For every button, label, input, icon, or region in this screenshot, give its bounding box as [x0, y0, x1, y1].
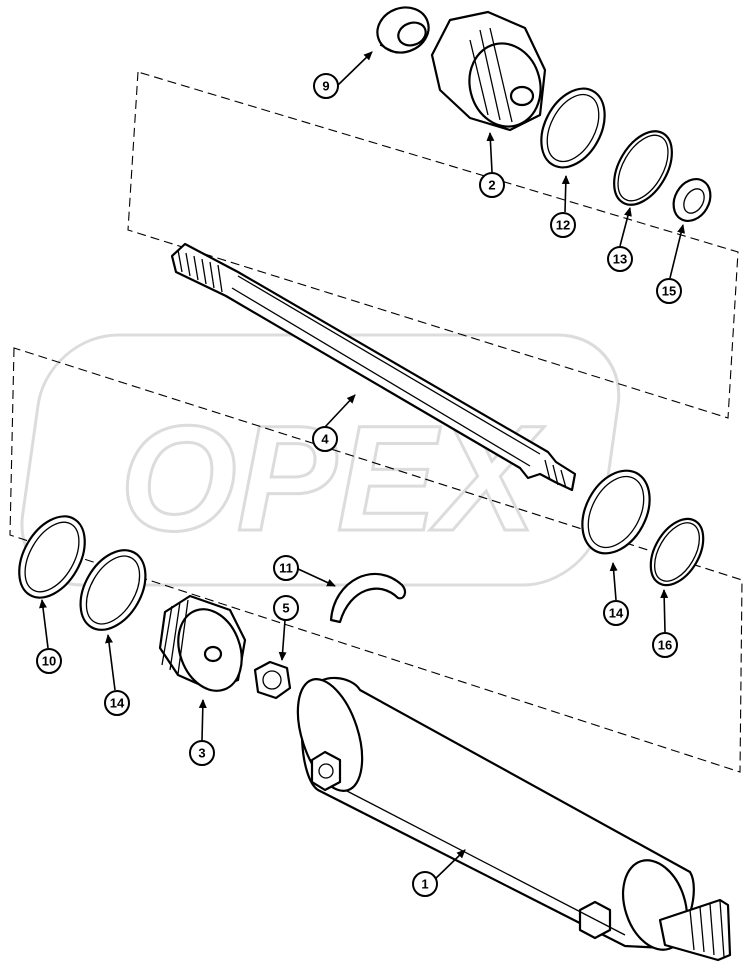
callout-4: 4	[312, 426, 338, 452]
callout-10-label: 10	[42, 654, 56, 669]
part-16-o-ring[interactable]	[640, 510, 714, 594]
leader-lines	[39, 51, 685, 883]
part-15-seal[interactable]	[666, 172, 717, 227]
callout-10: 10	[36, 648, 62, 674]
part-9-seal[interactable]	[371, 0, 435, 59]
part-4-piston-rod[interactable]	[170, 242, 577, 492]
part-14-ring-left[interactable]	[67, 539, 158, 641]
part-5-nut[interactable]	[253, 660, 292, 700]
callout-15: 15	[656, 278, 682, 304]
callout-13-label: 13	[613, 252, 627, 267]
callout-15-label: 15	[662, 284, 676, 299]
callout-16: 16	[652, 632, 678, 658]
callout-5: 5	[273, 595, 299, 621]
part-2-gland[interactable]	[430, 10, 550, 135]
callout-14-right-label: 14	[609, 606, 624, 621]
callout-9-label: 9	[322, 79, 329, 94]
part-1-cylinder-barrel[interactable]	[285, 671, 732, 962]
callout-9: 9	[313, 73, 339, 99]
callout-14-right: 14	[603, 600, 629, 626]
callout-3-label: 3	[198, 746, 205, 761]
callout-12: 12	[550, 212, 576, 238]
callout-14-left-label: 14	[110, 696, 125, 711]
callout-3: 3	[189, 740, 215, 766]
callout-12-label: 12	[556, 218, 570, 233]
callout-14-left: 14	[104, 690, 130, 716]
callout-11: 11	[273, 555, 299, 581]
part-14-ring-right[interactable]	[569, 459, 663, 565]
dashed-group-upper	[127, 71, 739, 419]
callout-13: 13	[607, 246, 633, 272]
part-10-ring[interactable]	[6, 505, 98, 609]
callout-4-label: 4	[321, 432, 329, 447]
callout-2-label: 2	[488, 178, 495, 193]
part-12-ring[interactable]	[529, 78, 618, 178]
part-11-snap-ring[interactable]	[329, 572, 407, 624]
callout-11-label: 11	[279, 561, 293, 576]
callout-16-label: 16	[658, 638, 672, 653]
callout-1: 1	[412, 871, 438, 897]
part-13-o-ring[interactable]	[602, 121, 684, 214]
part-3-piston[interactable]	[158, 594, 253, 700]
callout-5-label: 5	[282, 601, 289, 616]
callout-1-label: 1	[421, 877, 428, 892]
callout-2: 2	[479, 172, 505, 198]
dashed-group-lower	[9, 347, 743, 773]
